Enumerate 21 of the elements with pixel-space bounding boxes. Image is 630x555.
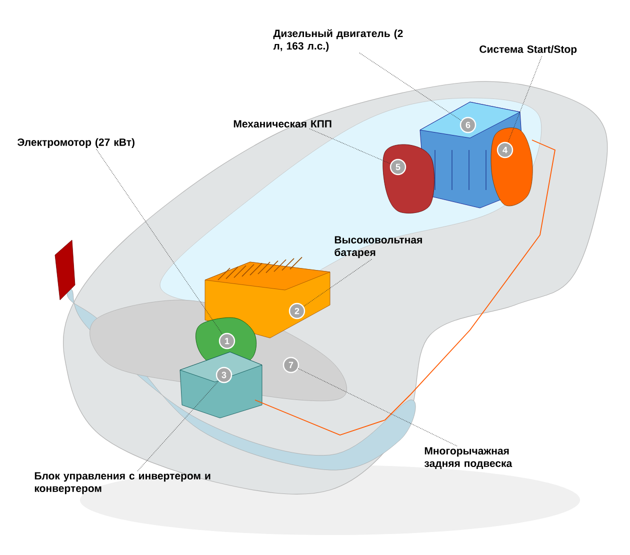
leader-line <box>96 148 223 335</box>
leader-line <box>309 128 391 164</box>
callout-number: 2 <box>288 302 306 320</box>
leader-line <box>137 380 219 472</box>
part-label: Система Start/Stop <box>480 45 577 55</box>
callout-number: 1 <box>218 332 236 350</box>
leader-line <box>303 259 372 307</box>
callout-number: 6 <box>460 116 476 134</box>
callout-number: 5 <box>390 158 406 176</box>
part-label: Дизельный двигатель (2 л, 163 л.с.) <box>273 29 403 52</box>
leader-line <box>508 56 542 143</box>
leader-line <box>359 52 462 121</box>
part-label: Блок управления с инвертером и конвертером <box>34 472 210 494</box>
leader-line <box>298 368 458 446</box>
callout-number: 3 <box>216 366 232 384</box>
callout-number: 7 <box>282 356 300 374</box>
part-label: Механическая КПП <box>234 120 332 128</box>
part-label: Высоковольтная батарея <box>334 236 422 258</box>
part-label: Электромотор (27 кВт) <box>17 138 134 148</box>
part-label: Многорычажная задняя подвеска <box>424 447 512 470</box>
callout-number: 4 <box>496 142 514 158</box>
